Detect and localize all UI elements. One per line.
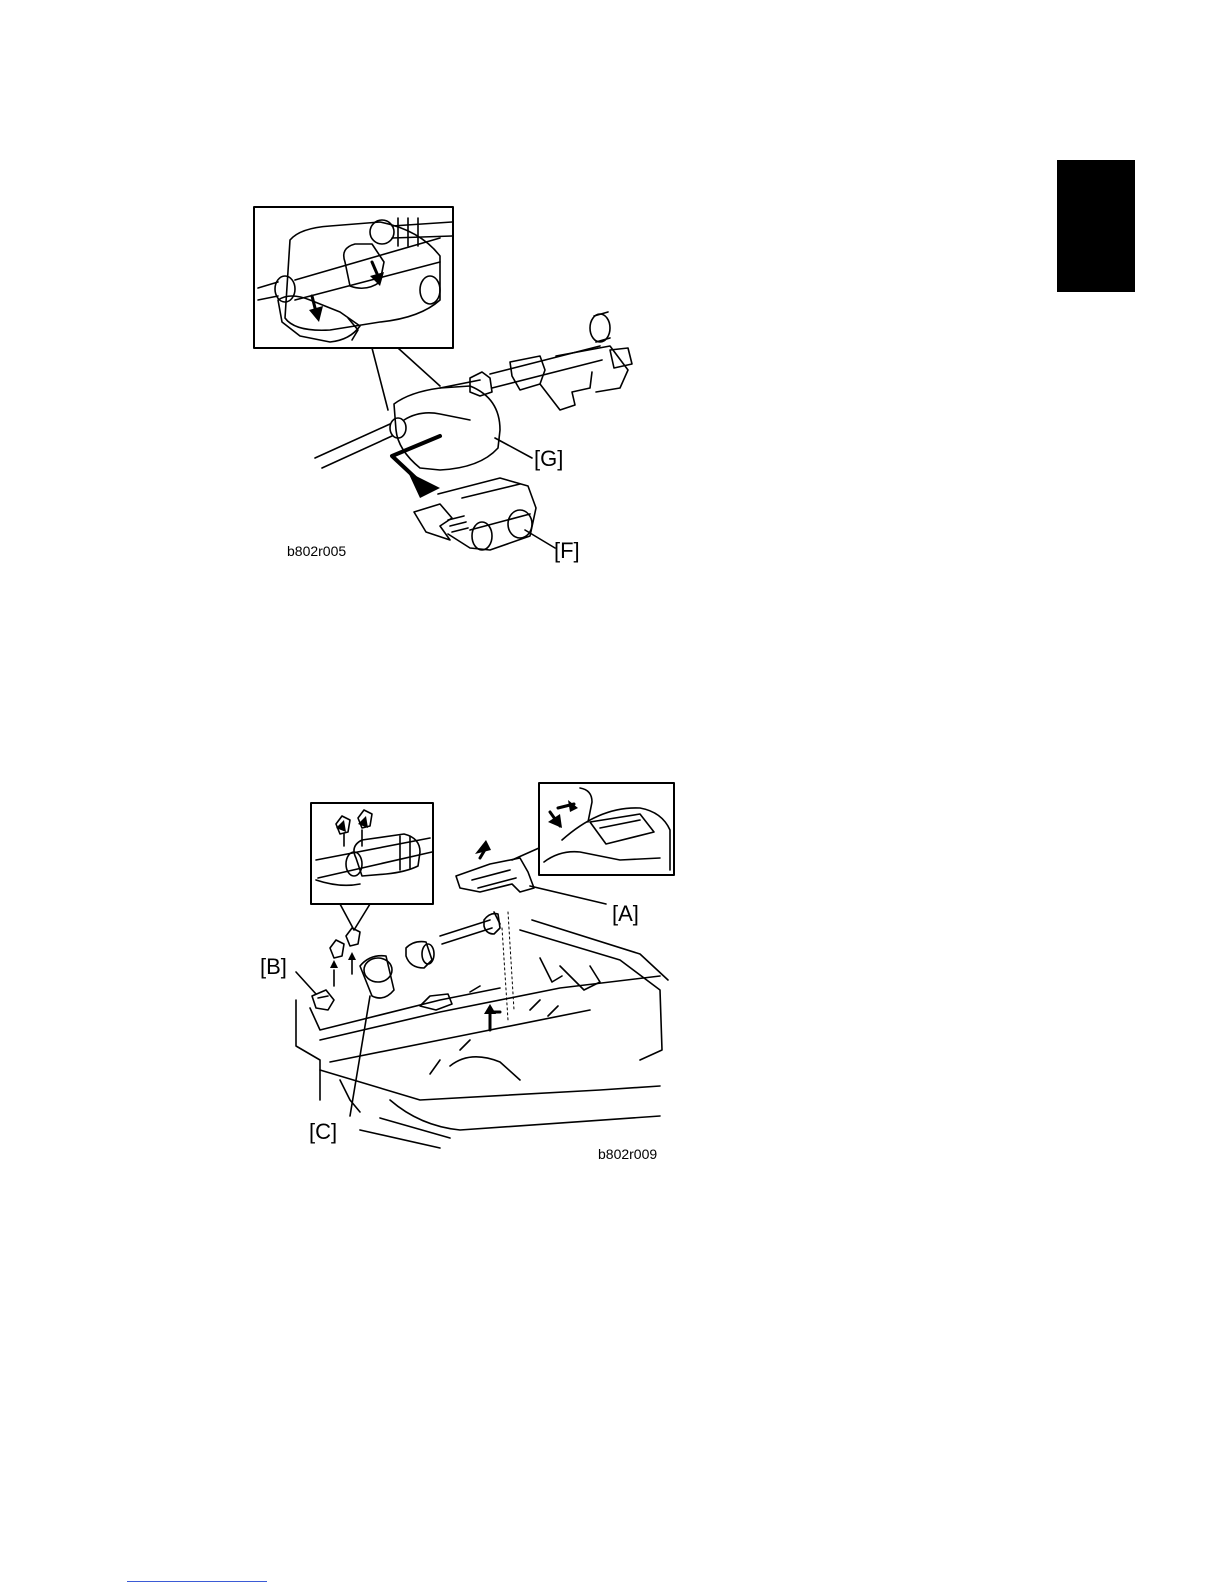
footer-rule xyxy=(127,1581,267,1582)
figure-2-drawing xyxy=(0,0,1224,1200)
figure-2-code: b802r009 xyxy=(598,1147,657,1161)
label-c: [C] xyxy=(309,1121,337,1143)
label-a: [A] xyxy=(612,903,639,925)
label-b: [B] xyxy=(260,956,287,978)
figure-2-illustration: [A] [B] [C] b802r009 xyxy=(0,0,1224,1200)
